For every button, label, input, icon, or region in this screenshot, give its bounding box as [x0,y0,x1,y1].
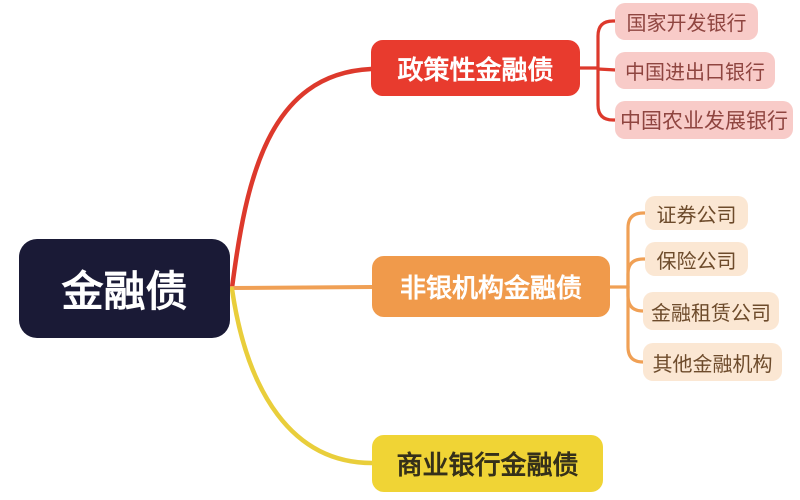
edge-root-policy [229,66,374,291]
edge-policy-leaf1 [596,19,618,70]
leaf-node-securities: 证券公司 [645,196,748,230]
leaf-node-exim-bank: 中国进出口银行 [615,52,775,89]
leaf-node-other-institutions: 其他金融机构 [643,343,782,381]
edge-policy-leaf2 [596,67,618,72]
edge-nonbank-leaf1 [626,211,648,289]
edge-nonbank-leaf2 [626,257,648,289]
leaf-node-cdb: 国家开发银行 [615,3,758,40]
edge-nonbank-leaf4 [626,285,648,364]
edge-policy-leaf3 [596,66,618,122]
branch-node-policy: 政策性金融债 [371,40,580,96]
leaf-node-adbc: 中国农业发展银行 [615,101,793,139]
leaf-node-insurance: 保险公司 [645,242,748,276]
root-node: 金融债 [19,239,230,338]
leaf-node-leasing: 金融租赁公司 [643,292,779,330]
edge-root-commercial [229,286,375,466]
branch-node-nonbank: 非银机构金融债 [372,256,610,317]
branch-node-commercial: 商业银行金融债 [372,435,603,492]
edge-root-nonbank [229,285,374,290]
